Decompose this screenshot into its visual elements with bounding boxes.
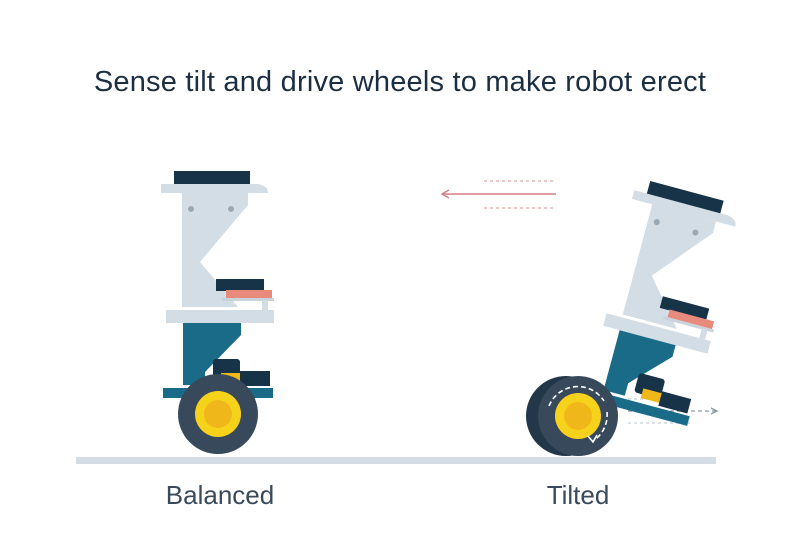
robot-lower-bar — [603, 313, 711, 354]
diagram-title: Sense tilt and drive wheels to make robo… — [93, 66, 707, 98]
caption-balanced: Balanced — [165, 480, 275, 510]
robot-shelf — [216, 279, 264, 291]
robot-shelf — [659, 296, 710, 321]
robot-top-plate — [631, 190, 736, 227]
robot-eye — [653, 219, 660, 226]
robot-eye — [692, 229, 699, 236]
robot-leg — [183, 323, 241, 385]
robot-accent-stripe — [226, 290, 272, 298]
robot-head — [174, 171, 250, 185]
motion-lines-left — [440, 180, 556, 209]
ground-line — [76, 457, 716, 464]
robot-eye — [188, 206, 194, 212]
caption-tilted: Tilted — [546, 480, 610, 510]
robot-eye — [228, 206, 234, 212]
robot-balanced — [161, 171, 274, 454]
robot-body — [182, 193, 248, 307]
robot-tilted — [440, 180, 736, 456]
robot-leg — [603, 330, 676, 396]
robot-accent-stripe — [667, 309, 715, 330]
robot-head — [646, 181, 724, 215]
wheel-rotation-arrow — [548, 385, 605, 407]
robot-lower-bar — [166, 310, 274, 323]
robot-body — [622, 204, 717, 329]
